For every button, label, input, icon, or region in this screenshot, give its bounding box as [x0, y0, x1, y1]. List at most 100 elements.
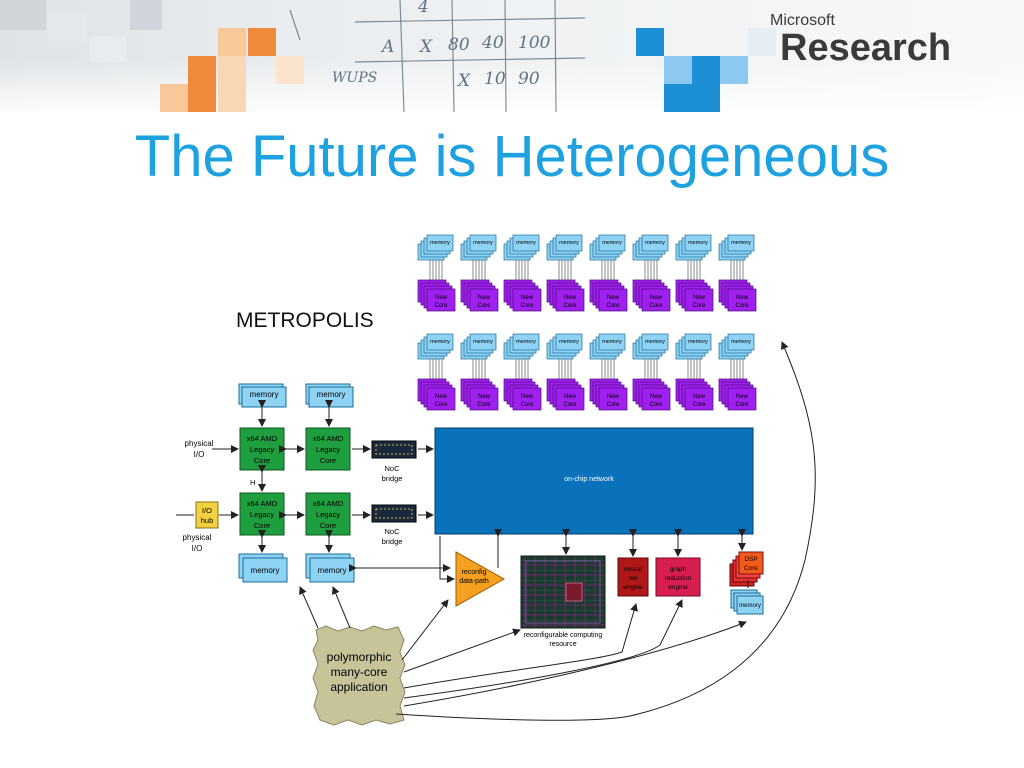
- polymorphic-application: polymorphic many-core application: [312, 625, 406, 726]
- new-core-label: New: [478, 394, 491, 400]
- memory-label: memory: [731, 339, 751, 345]
- new-core-block: [684, 387, 714, 411]
- core-label: Core: [320, 521, 336, 530]
- physical-io-label: I/O: [192, 544, 203, 553]
- memory-block: [598, 333, 626, 351]
- new-core-block: [598, 288, 628, 312]
- noc-bridge-label: NoC: [384, 464, 400, 473]
- reconfig-label: reconfig: [462, 569, 487, 576]
- reconfigurable-computing-resource: reconfigurable computing resource: [520, 555, 606, 648]
- memory-block: [727, 234, 755, 252]
- memory-label: memory: [250, 390, 279, 399]
- new-core-block: [727, 387, 757, 411]
- memory-block: [469, 333, 497, 351]
- new-core-label: New: [564, 394, 577, 400]
- new-core-block: [684, 288, 714, 312]
- new-core-block: [555, 387, 585, 411]
- memory-block: [426, 333, 454, 351]
- legacy-core-top-left: x64 AMD Legacy Core: [239, 427, 285, 471]
- core-label: Legacy: [316, 445, 340, 454]
- new-core-block: [727, 288, 757, 312]
- project-name: METROPOLIS: [236, 309, 374, 332]
- new-core-label: New: [521, 295, 534, 301]
- graph-label: graph: [670, 566, 687, 573]
- new-core-label: Core: [477, 303, 491, 309]
- memory-label: memory: [688, 240, 708, 246]
- memory-label: memory: [317, 390, 346, 399]
- new-core-label: Core: [649, 402, 663, 408]
- new-core-block: [512, 288, 542, 312]
- fabric-label: resource: [549, 641, 576, 648]
- header-banner: 4 A X 80 40 100 WUPS X 10 90 Microsoft R…: [0, 0, 1024, 112]
- neural-label: engine: [623, 584, 643, 591]
- sketch-text: WUPS: [332, 70, 377, 86]
- new-core-block: [598, 387, 628, 411]
- dsp-core: DSP Core: [729, 551, 764, 587]
- new-core-label: New: [564, 295, 577, 301]
- core-label: x64 AMD: [247, 499, 278, 508]
- core-label: Core: [254, 456, 270, 465]
- core-label: x64 AMD: [247, 434, 278, 443]
- memory-block: [684, 234, 712, 252]
- new-core-label: New: [607, 394, 620, 400]
- new-core-label: Core: [692, 402, 706, 408]
- new-core-label: Core: [735, 303, 749, 309]
- memory-block: [598, 234, 626, 252]
- noc-bridge-label: bridge: [382, 474, 403, 483]
- core-label: x64 AMD: [313, 499, 344, 508]
- memory-label: memory: [559, 339, 579, 345]
- network-connections: [439, 529, 746, 583]
- memory-block: [512, 234, 540, 252]
- memory-label: memory: [516, 339, 536, 345]
- legacy-connections: [176, 400, 451, 572]
- memory-label: memory: [318, 566, 347, 575]
- new-core-label: New: [736, 394, 749, 400]
- memory-label: memory: [251, 566, 280, 575]
- new-core-label: Core: [434, 303, 448, 309]
- core-label: Legacy: [316, 510, 340, 519]
- new-core-label: Core: [563, 402, 577, 408]
- new-core-label: Core: [606, 303, 620, 309]
- reconfig-data-path: reconfig data-path: [455, 551, 506, 607]
- core-label: Core: [320, 456, 336, 465]
- sketch-text: 4: [417, 0, 429, 17]
- memory-label: memory: [516, 240, 536, 246]
- new-core-block: [469, 387, 499, 411]
- new-core-label: New: [435, 295, 448, 301]
- app-label: many-core: [331, 665, 388, 679]
- new-core-label: Core: [520, 303, 534, 309]
- memory-label: memory: [645, 339, 665, 345]
- banner-graphic: 4 A X 80 40 100 WUPS X 10 90 Microsoft R…: [0, 0, 1024, 112]
- sketch-text: X: [456, 71, 471, 91]
- on-chip-network: [434, 427, 754, 535]
- memory-label: memory: [602, 240, 622, 246]
- memory-label: memory: [473, 339, 493, 345]
- memory-block: [641, 234, 669, 252]
- sketch-text: 40: [481, 33, 504, 53]
- new-core-label: Core: [692, 303, 706, 309]
- new-core-label: New: [521, 394, 534, 400]
- new-core-block: [426, 288, 456, 312]
- orange-square: [248, 28, 276, 56]
- app-label: application: [330, 680, 387, 694]
- new-core-label: New: [607, 295, 620, 301]
- neural-label: net: [628, 575, 637, 582]
- noc-bridge-label: NoC: [384, 527, 400, 536]
- new-core-block: [641, 288, 671, 312]
- memory-label: memory: [739, 603, 761, 609]
- physical-io-label: I/O: [194, 450, 205, 459]
- core-label: x64 AMD: [313, 434, 344, 443]
- new-core-block: [555, 288, 585, 312]
- memory-label: memory: [430, 339, 450, 345]
- sketch-text: 10: [484, 69, 506, 89]
- memory-block: [426, 234, 454, 252]
- new-core-label: New: [693, 394, 706, 400]
